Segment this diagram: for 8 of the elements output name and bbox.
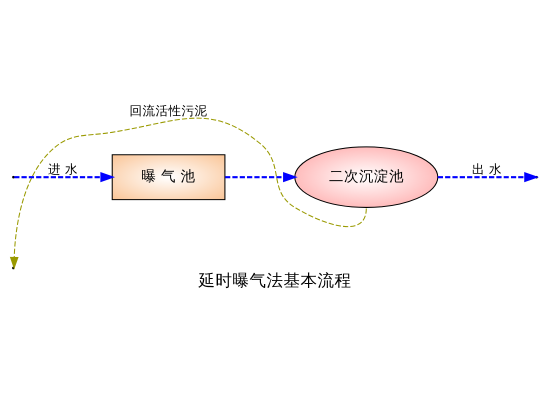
caption: 延时曝气法基本流程 [198, 270, 352, 290]
node-box: 曝 气 池 [112, 154, 226, 200]
arrow [14, 172, 115, 182]
edge-label: 出 水 [472, 161, 502, 176]
edge-label: 回流活性污泥 [130, 102, 208, 118]
edge-label: 进 水 [48, 161, 78, 176]
arrow [225, 172, 298, 182]
node-ellipse: 二次沉淀池 [294, 146, 438, 208]
